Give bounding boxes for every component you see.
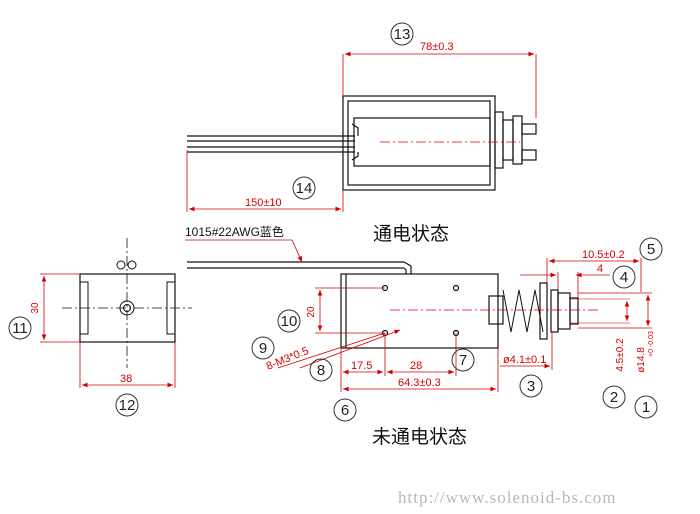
balloon-14: 14 bbox=[292, 176, 316, 200]
thread-callout: 8-M3*0.5 bbox=[265, 329, 401, 373]
svg-text:9: 9 bbox=[259, 340, 267, 357]
stroke-label: 10.5±0.2 bbox=[582, 249, 625, 261]
svg-text:13: 13 bbox=[394, 26, 411, 43]
balloon-4: 4 bbox=[612, 265, 636, 289]
side-width-label: 38 bbox=[120, 373, 132, 385]
balloon-8: 8 bbox=[309, 358, 333, 382]
balloon-10: 10 bbox=[277, 309, 301, 333]
stroke-dim: 10.5±0.2 bbox=[546, 249, 642, 292]
balloon-2: 2 bbox=[602, 385, 626, 409]
body-outline bbox=[340, 273, 499, 349]
frame-height-label: 20 bbox=[306, 306, 317, 318]
svg-text:6: 6 bbox=[341, 402, 349, 419]
plunger-large-label: ø14.8 bbox=[636, 347, 647, 373]
thread-label: 8-M3*0.5 bbox=[265, 345, 311, 373]
balloon-7: 7 bbox=[451, 348, 475, 372]
shaft-dia-dim: ø4.1±0.1 bbox=[500, 332, 553, 370]
overall-length-dim: 78±0.3 bbox=[342, 41, 537, 118]
mount-a-label: 17.5 bbox=[351, 360, 372, 372]
svg-text:10: 10 bbox=[281, 313, 298, 330]
plunger-dia-dims: 4.5±0.2 ø14.8 +0 -0.03 bbox=[570, 292, 655, 373]
balloon-11: 11 bbox=[8, 316, 32, 340]
plunger-large-tol: +0 -0.03 bbox=[648, 331, 655, 357]
svg-text:8: 8 bbox=[317, 362, 325, 379]
balloon-3: 3 bbox=[519, 374, 543, 398]
side-height-dim: 30 bbox=[30, 273, 80, 343]
svg-text:7: 7 bbox=[459, 352, 467, 369]
caption-de-energized: 未通电状态 bbox=[372, 426, 467, 448]
balloon-13: 13 bbox=[390, 22, 414, 46]
wire-spec-label: 1015#22AWG蓝色 bbox=[185, 225, 284, 239]
svg-text:14: 14 bbox=[296, 180, 313, 197]
mount-b-label: 28 bbox=[410, 360, 422, 372]
gap-dim: 4 bbox=[520, 263, 610, 298]
balloon-9: 9 bbox=[251, 336, 275, 360]
plunger-small-label: 4.5±0.2 bbox=[615, 338, 626, 372]
balloon-1: 1 bbox=[634, 395, 658, 419]
body-length-label: 64.3±0.3 bbox=[398, 377, 441, 389]
svg-text:3: 3 bbox=[527, 378, 535, 395]
wire-spec-callout: 1015#22AWG蓝色 bbox=[185, 225, 303, 263]
overall-length-label: 78±0.3 bbox=[420, 41, 454, 53]
svg-text:12: 12 bbox=[119, 397, 136, 414]
svg-text:1: 1 bbox=[642, 399, 650, 416]
side-width-dim: 38 bbox=[79, 342, 176, 388]
svg-text:11: 11 bbox=[12, 320, 28, 337]
svg-text:2: 2 bbox=[610, 389, 618, 406]
side-height-label: 30 bbox=[30, 302, 41, 314]
frame-height-dim: 20 bbox=[306, 287, 385, 334]
end-view bbox=[62, 238, 192, 368]
balloon-12: 12 bbox=[115, 393, 139, 417]
balloon-6: 6 bbox=[333, 398, 357, 422]
energized-view bbox=[187, 95, 537, 191]
frame-outline bbox=[342, 95, 496, 191]
lead-length-dim: 150±10 bbox=[186, 150, 344, 212]
lead-length-label: 150±10 bbox=[245, 197, 282, 209]
mount-dims: 17.5 28 64.3±0.3 bbox=[340, 333, 499, 392]
caption-energized: 通电状态 bbox=[373, 223, 449, 245]
gap-label: 4 bbox=[597, 263, 603, 275]
svg-text:4: 4 bbox=[620, 269, 628, 286]
shaft-dia-label: ø4.1±0.1 bbox=[503, 354, 546, 366]
svg-text:5: 5 bbox=[647, 241, 655, 258]
balloon-5: 5 bbox=[639, 237, 663, 261]
watermark-url: http://www.solenoid-bs.com bbox=[398, 488, 617, 507]
